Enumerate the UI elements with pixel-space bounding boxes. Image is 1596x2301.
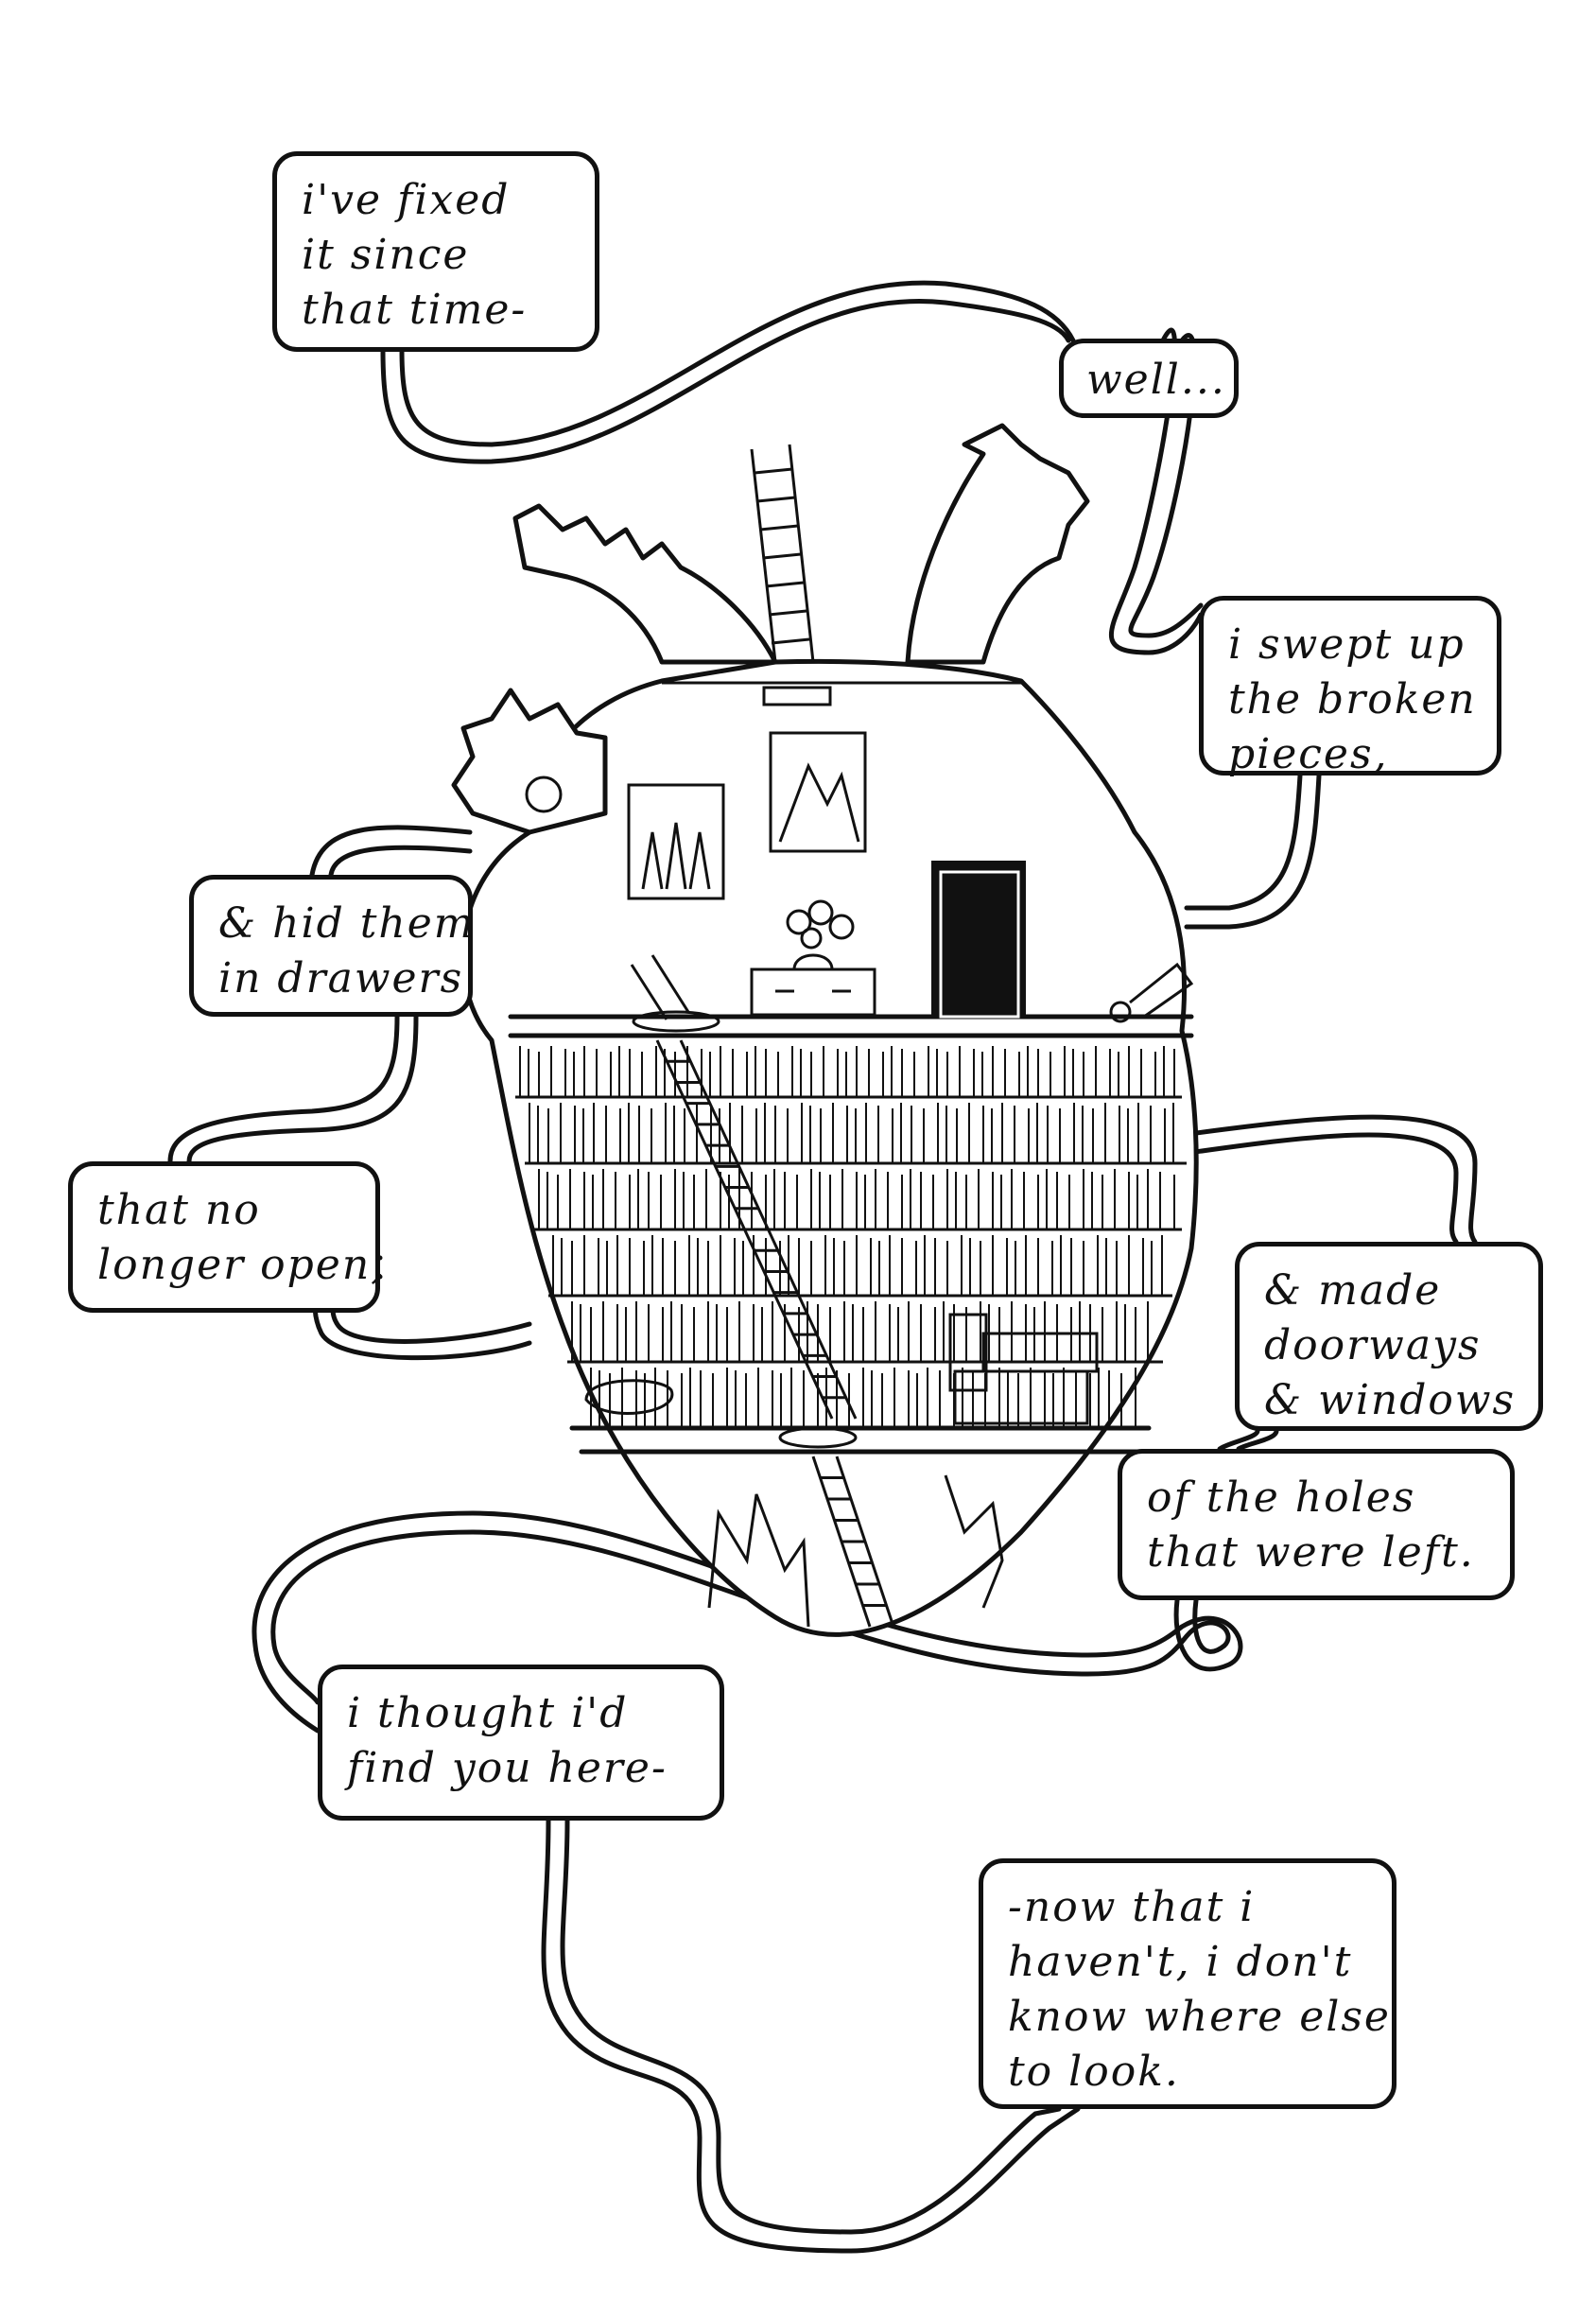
caption-bubble-doorways: & made doorways & windows bbox=[1235, 1242, 1543, 1431]
caption-bubble-thought: i thought i'd find you here- bbox=[318, 1665, 724, 1821]
caption-bubble-no-longer: that no longer open, bbox=[68, 1161, 387, 1313]
caption-bubble-now-that: -now that i haven't, i don't know where … bbox=[979, 1858, 1396, 2109]
caption-bubble-fixed: i've fixed it since that time- bbox=[272, 151, 599, 352]
caption-line: the broken bbox=[1228, 675, 1477, 723]
clock-icon bbox=[525, 776, 563, 813]
caption-line: -now that i bbox=[1008, 1883, 1256, 1931]
caption-line: of the holes bbox=[1147, 1473, 1416, 1522]
caption-line: find you here- bbox=[347, 1744, 668, 1792]
caption-line: that were left. bbox=[1147, 1528, 1475, 1577]
caption-line: haven't, i don't bbox=[1008, 1938, 1353, 1986]
caption-line: that time- bbox=[302, 286, 528, 334]
crystal-icon bbox=[707, 1493, 810, 1628]
caption-line: know where else bbox=[1008, 1993, 1391, 2041]
caption-line: longer open, bbox=[97, 1241, 387, 1289]
chair-icon bbox=[1109, 1001, 1132, 1023]
tree-picture-icon bbox=[627, 783, 725, 900]
caption-line: pieces, bbox=[1228, 730, 1389, 778]
caption-line: & made bbox=[1264, 1266, 1442, 1315]
caption-bubble-swept: i swept up the broken pieces, bbox=[1199, 596, 1501, 778]
caption-line: i thought i'd bbox=[347, 1689, 629, 1737]
basement bbox=[707, 1456, 1004, 1628]
caption-line: doorways bbox=[1264, 1321, 1482, 1369]
dresser-icon bbox=[750, 967, 876, 1017]
caption-bubble-well: well... bbox=[1059, 339, 1239, 418]
long-ladder bbox=[655, 1039, 858, 1420]
caption-line: it since bbox=[302, 231, 470, 279]
heart bbox=[451, 423, 1199, 1637]
flower-pot-icon bbox=[792, 953, 834, 970]
top-ladder bbox=[750, 444, 815, 663]
caption-line: i swept up bbox=[1228, 620, 1466, 669]
lower-hatch-icon bbox=[778, 1426, 858, 1449]
floor-hatch-icon bbox=[632, 1010, 720, 1033]
bookshelves bbox=[515, 1046, 1187, 1430]
caption-line: to look. bbox=[1008, 2048, 1180, 2096]
caption-line: & windows bbox=[1264, 1376, 1517, 1424]
cushion-icon bbox=[584, 1379, 674, 1415]
caption-bubble-holes: of the holes that were left. bbox=[1118, 1449, 1515, 1600]
caption-line: well... bbox=[1086, 356, 1226, 404]
mountain-picture-icon bbox=[769, 731, 867, 853]
caption-bubble-hid: & hid them in drawers bbox=[189, 875, 476, 1017]
vent-icon bbox=[762, 686, 832, 706]
caption-line: i've fixed bbox=[302, 176, 511, 224]
caption-line: that no bbox=[97, 1186, 261, 1234]
caption-line: in drawers bbox=[218, 954, 464, 1002]
caption-line: & hid them bbox=[218, 899, 476, 948]
